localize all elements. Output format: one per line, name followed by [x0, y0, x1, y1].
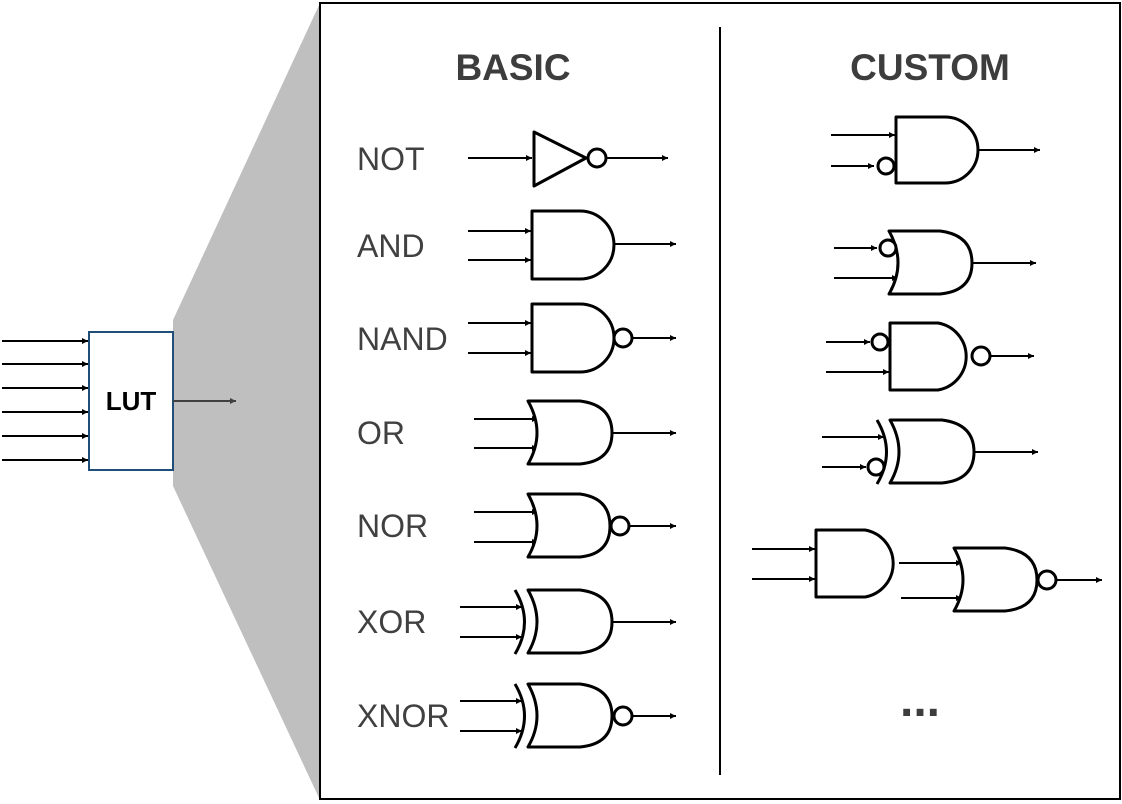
label-xnor: XNOR	[357, 698, 449, 734]
custom-header: CUSTOM	[850, 47, 1010, 88]
lut-label: LUT	[106, 386, 157, 416]
custom-ellipsis: ...	[900, 674, 940, 727]
basic-header: BASIC	[455, 47, 570, 88]
custom-nand-inverted-input	[826, 321, 1034, 392]
lut-inputs	[2, 338, 88, 463]
label-not: NOT	[357, 141, 425, 177]
xor-gate-symbol	[460, 588, 676, 655]
or-gate-symbol	[474, 399, 676, 466]
lut-box	[88, 331, 174, 471]
and-gate-symbol	[468, 209, 676, 281]
not-gate-symbol	[468, 130, 668, 188]
lut-block: LUT	[2, 331, 236, 471]
label-and: AND	[357, 228, 425, 264]
expansion-funnel	[173, 3, 320, 800]
label-or: OR	[357, 415, 405, 451]
nor-gate-symbol	[474, 492, 676, 559]
label-nand: NAND	[357, 321, 448, 357]
nand-gate-symbol	[468, 302, 676, 374]
label-nor: NOR	[357, 508, 428, 544]
custom-and-into-nor	[752, 528, 1102, 613]
custom-xor-inverted-input	[822, 418, 1038, 485]
custom-and-inverted-input	[831, 115, 1040, 185]
label-xor: XOR	[357, 604, 426, 640]
custom-or-inverted-input	[834, 229, 1036, 296]
xnor-gate-symbol	[460, 682, 676, 749]
